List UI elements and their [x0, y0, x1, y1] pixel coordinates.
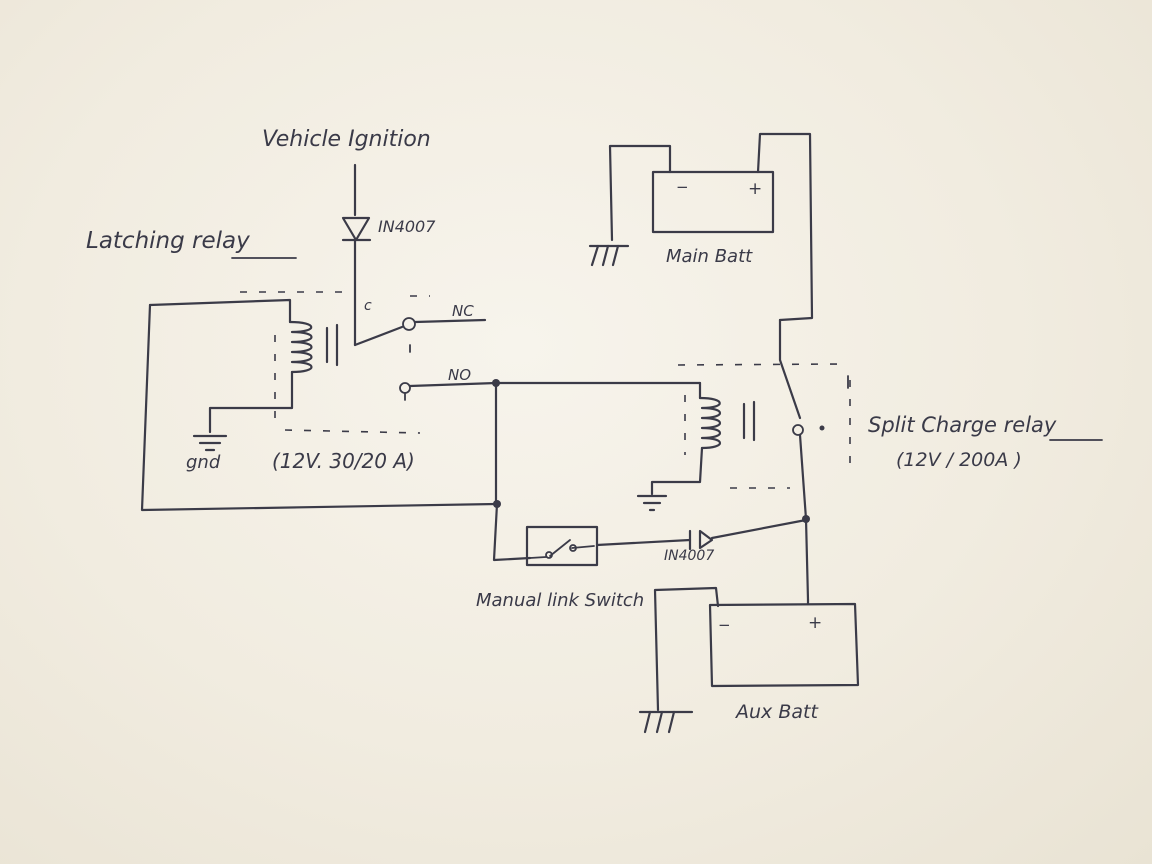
gnd-label: gnd	[186, 452, 221, 473]
vehicle-ignition-label: Vehicle Ignition	[262, 127, 431, 152]
main-battery-label: Main Batt	[666, 246, 753, 267]
aux-battery-minus-label: −	[718, 616, 731, 634]
main-battery-plus-label: +	[748, 179, 762, 199]
manual-link-switch	[525, 525, 599, 567]
latching-relay-contacts	[353, 317, 498, 401]
main-battery-gnd-symbol	[588, 244, 630, 267]
main-wiring	[140, 303, 810, 562]
diode-symbol-bottom	[688, 529, 714, 551]
split-charge-relay-outline	[677, 363, 851, 489]
split-charge-contacts	[778, 318, 825, 602]
relay-no-label: NO	[448, 366, 471, 384]
diode-top-label: IN4007	[378, 217, 436, 236]
aux-battery	[653, 586, 860, 712]
main-battery	[608, 132, 814, 322]
relay-c-label: c	[364, 298, 372, 314]
latching-relay-label: Latching relay	[86, 228, 250, 254]
latching-relay-gnd-symbol	[192, 434, 228, 452]
aux-battery-plus-label: +	[808, 613, 822, 633]
latching-relay-rating: (12V. 30/20 A)	[272, 449, 415, 473]
diode-symbol-top	[341, 216, 372, 242]
split-charge-relay-label: Split Charge relay	[868, 413, 1057, 437]
aux-battery-label: Aux Batt	[734, 701, 819, 723]
latching-relay-coil	[148, 298, 339, 434]
aux-battery-gnd-symbol	[638, 710, 694, 734]
split-charge-gnd-symbol	[636, 494, 668, 512]
split-charge-relay-coil	[650, 381, 756, 496]
diode-bottom-label: IN4007	[664, 548, 714, 564]
manual-link-switch-label: Manual link Switch	[476, 590, 644, 611]
latching-relay-outline	[240, 291, 430, 434]
relay-nc-label: NC	[452, 302, 474, 320]
main-battery-minus-label: −	[676, 178, 689, 196]
split-charge-relay-rating: (12V / 200A )	[896, 449, 1022, 471]
